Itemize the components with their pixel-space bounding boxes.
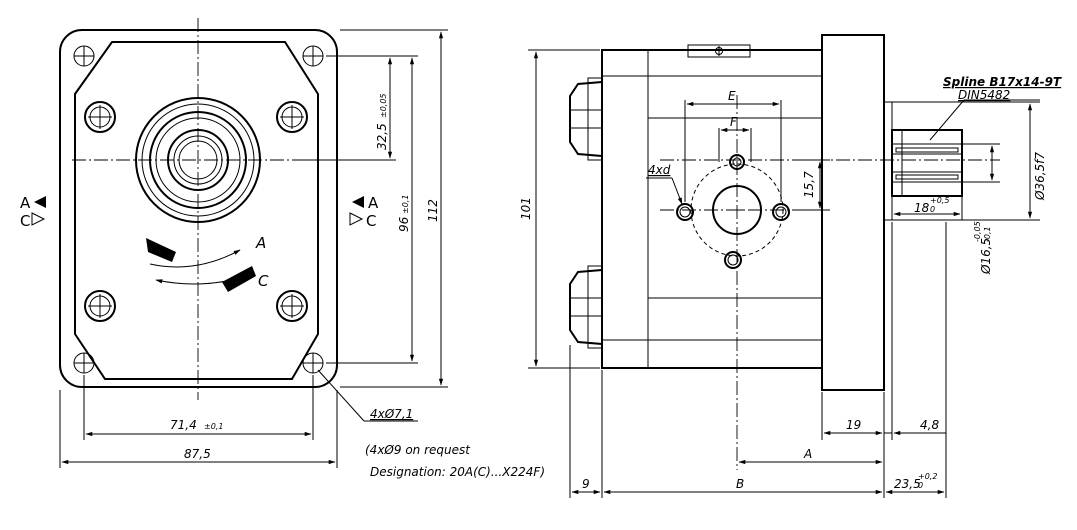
body-screw (276, 290, 308, 322)
port-pattern (676, 100, 790, 269)
svg-text:101: 101 (519, 197, 533, 220)
svg-text:Ø36,5f7: Ø36,5f7 (1033, 152, 1047, 201)
svg-text:4,8: 4,8 (920, 418, 939, 432)
svg-text:Spline B17x14-9T: Spline B17x14-9T (943, 75, 1062, 89)
svg-text:C: C (20, 212, 30, 230)
svg-text:(4xØ9 on request: (4xØ9 on request (365, 443, 471, 457)
dimension-9: 9 (571, 477, 601, 495)
rotation-label-c: C (258, 272, 269, 290)
svg-text:87,5: 87,5 (184, 447, 211, 461)
dimension-112: 112 (340, 29, 448, 388)
body-screw (84, 101, 116, 133)
front-view: A C A C A C 87,5 (20, 18, 545, 479)
dimension-18: 18 +0,5 0 (893, 196, 963, 220)
dimension-4xd: 4xd (646, 163, 683, 205)
svg-text:4xd: 4xd (648, 163, 671, 177)
dimension-96: 96 ±0,1 (326, 55, 418, 364)
dimension-23-5: 23,5 +0,2 0 (885, 472, 945, 495)
svg-text:96: 96 (397, 216, 411, 232)
svg-text:C: C (366, 212, 376, 230)
spline-shaft (891, 129, 963, 197)
svg-text:112: 112 (426, 199, 440, 222)
flange-bolt-hole (73, 45, 95, 67)
body-screw (276, 101, 308, 133)
dimension-a: A (738, 447, 883, 465)
flange-outline (59, 29, 338, 388)
svg-text:+0,2: +0,2 (918, 472, 937, 481)
svg-text:F: F (730, 115, 738, 129)
dimension-87-5: 87,5 (59, 390, 338, 468)
rotation-arrow-a: A (146, 234, 266, 268)
svg-text:4xØ7,1: 4xØ7,1 (370, 407, 413, 421)
dimension-pilot-dia: Ø16,5 -0,05 -0,1 (962, 143, 1000, 275)
svg-text:0: 0 (930, 205, 935, 214)
svg-text:E: E (728, 89, 736, 103)
dimension-f: F (720, 115, 750, 133)
svg-text:±0,1: ±0,1 (204, 422, 223, 431)
dimension-b: B (603, 477, 883, 495)
svg-text:±0,05: ±0,05 (379, 93, 388, 118)
svg-text:19: 19 (846, 418, 861, 432)
svg-text:71,4: 71,4 (170, 418, 197, 432)
dimension-shaft-dia: Ø36,5f7 (892, 101, 1047, 221)
port-mark-left: A C (20, 194, 46, 230)
dimension-19: 19 (823, 418, 883, 436)
top-nameplate (687, 44, 751, 58)
svg-text:-0,05: -0,05 (973, 221, 982, 242)
flange-bolt-hole (302, 352, 324, 374)
svg-text:A: A (803, 447, 812, 461)
dimension-15-7: 15,7 (792, 159, 830, 211)
shaft-seal-rings (135, 97, 261, 223)
svg-text:15,7: 15,7 (802, 171, 816, 198)
dimension-32-5: 32,5 ±0,05 (300, 57, 396, 161)
side-view: E F 4xd 15,7 Spline B17x14-9T DIN5482 (519, 34, 1062, 498)
svg-text:Designation: 20A(C)...X224F): Designation: 20A(C)...X224F) (370, 465, 545, 479)
svg-text:B: B (736, 477, 744, 491)
bolt-head-top (569, 77, 603, 161)
pump-body-outline (74, 41, 319, 380)
svg-text:23,5: 23,5 (894, 477, 921, 491)
svg-text:DIN5482: DIN5482 (958, 88, 1010, 102)
svg-text:A: A (368, 194, 379, 212)
port-mark-right: A C (349, 194, 379, 230)
svg-text:9: 9 (582, 477, 590, 491)
svg-text:+0,5: +0,5 (930, 196, 949, 205)
svg-text:A: A (20, 194, 31, 212)
rotation-label-a: A (255, 234, 266, 252)
dimension-e: E (686, 89, 780, 107)
svg-text:18: 18 (914, 201, 930, 215)
dimension-4-8: 4,8 (884, 418, 946, 436)
bolt-head-bottom (569, 265, 603, 349)
dimension-101: 101 (519, 49, 600, 369)
dimension-71-4: 71,4 ±0,1 (83, 375, 314, 440)
spline-callout: Spline B17x14-9T DIN5482 (929, 75, 1062, 141)
dimension-holes: 4xØ7,1 (4xØ9 on request Designation: 20A… (317, 369, 545, 479)
rotation-arrow-c: C (155, 266, 269, 292)
svg-text:32,5: 32,5 (375, 123, 389, 150)
body-screw (84, 290, 116, 322)
svg-text:Ø16,5: Ø16,5 (979, 238, 993, 275)
flange-bolt-hole (73, 352, 95, 374)
svg-text:±0,1: ±0,1 (401, 195, 410, 214)
flange-bolt-hole (302, 45, 324, 67)
svg-text:0: 0 (918, 481, 923, 490)
svg-text:-0,1: -0,1 (983, 226, 992, 242)
mounting-flange-side (821, 34, 885, 391)
